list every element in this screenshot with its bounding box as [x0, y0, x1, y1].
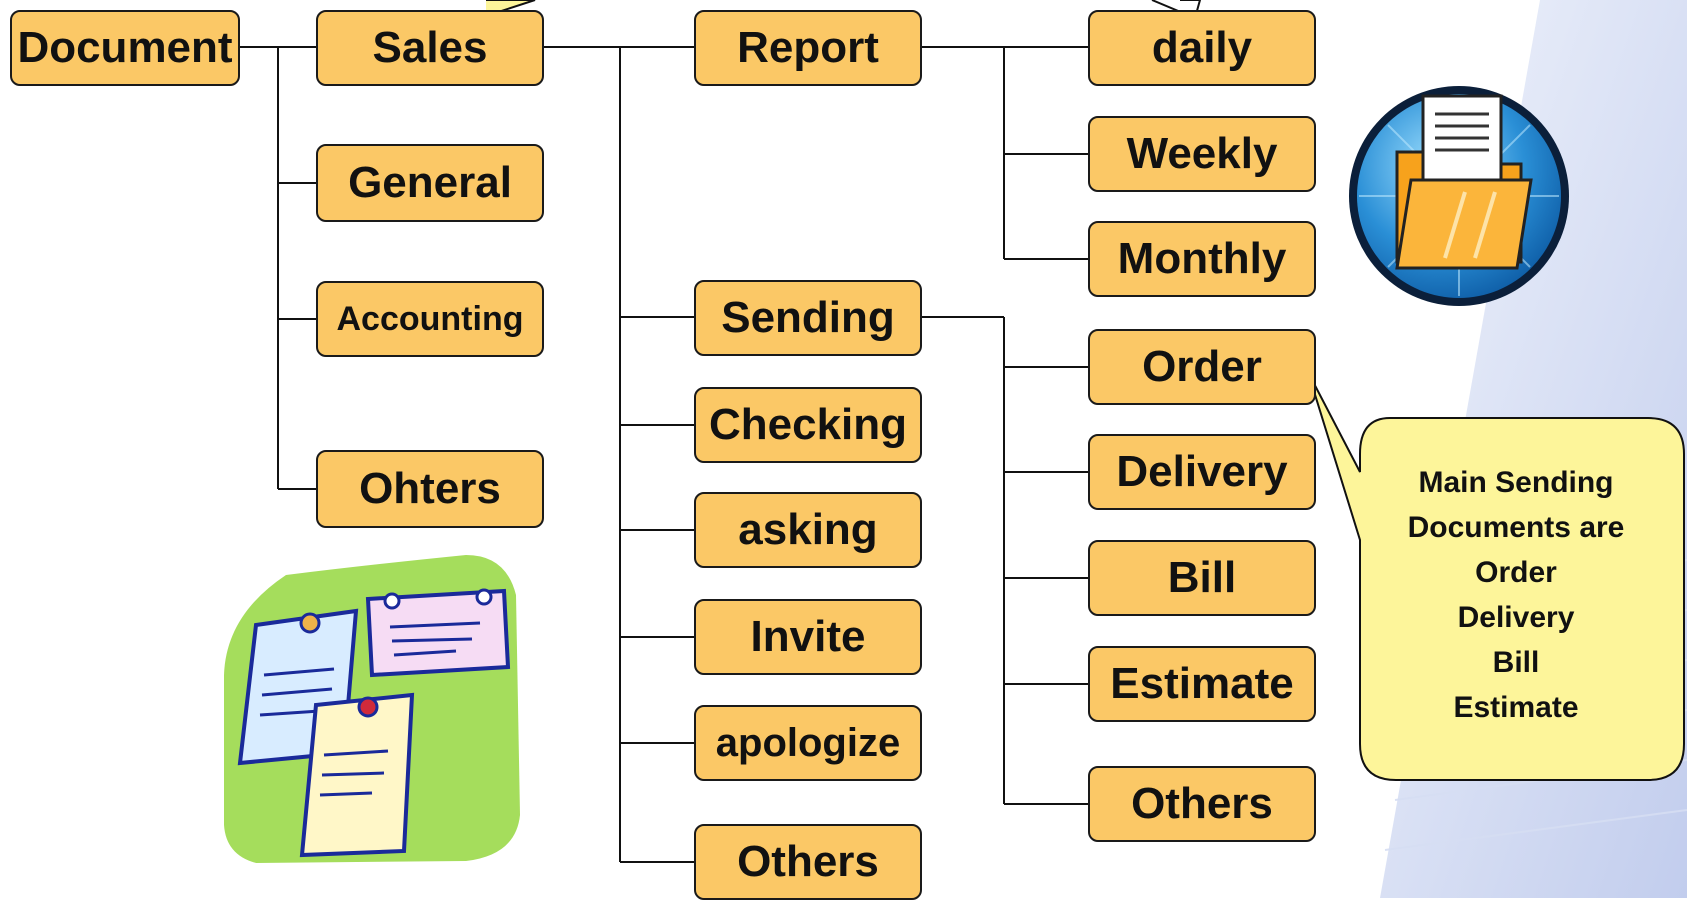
node-asking: asking [694, 492, 922, 568]
callout-line: Documents are [1407, 511, 1625, 544]
node-accounting: Accounting [316, 281, 544, 357]
node-daily: daily [1088, 10, 1316, 86]
node-order: Order [1088, 329, 1316, 405]
folder-document-icon [1349, 86, 1569, 306]
callout-line: Delivery [1457, 601, 1575, 634]
node-others-sales: Others [694, 824, 922, 900]
node-ohters: Ohters [316, 450, 544, 528]
callout-line: Bill [1492, 646, 1540, 679]
node-others-sending: Others [1088, 766, 1316, 842]
node-report: Report [694, 10, 922, 86]
node-estimate: Estimate [1088, 646, 1316, 722]
node-sending: Sending [694, 280, 922, 356]
callout-line: Order [1475, 556, 1557, 589]
node-general: General [316, 144, 544, 222]
node-apologize: apologize [694, 705, 922, 781]
callout-line: Estimate [1453, 691, 1579, 724]
node-delivery: Delivery [1088, 434, 1316, 510]
callout-bubble [1307, 371, 1685, 781]
node-document-root: Document [10, 10, 240, 86]
node-sales: Sales [316, 10, 544, 86]
node-checking: Checking [694, 387, 922, 463]
pinned-notes-clipart [224, 555, 520, 863]
callout-text: Main Sending Documents are Order Deliver… [1366, 460, 1666, 730]
callout-line: Main Sending [1418, 466, 1614, 499]
node-weekly: Weekly [1088, 116, 1316, 192]
node-monthly: Monthly [1088, 221, 1316, 297]
node-bill: Bill [1088, 540, 1316, 616]
node-invite: Invite [694, 599, 922, 675]
